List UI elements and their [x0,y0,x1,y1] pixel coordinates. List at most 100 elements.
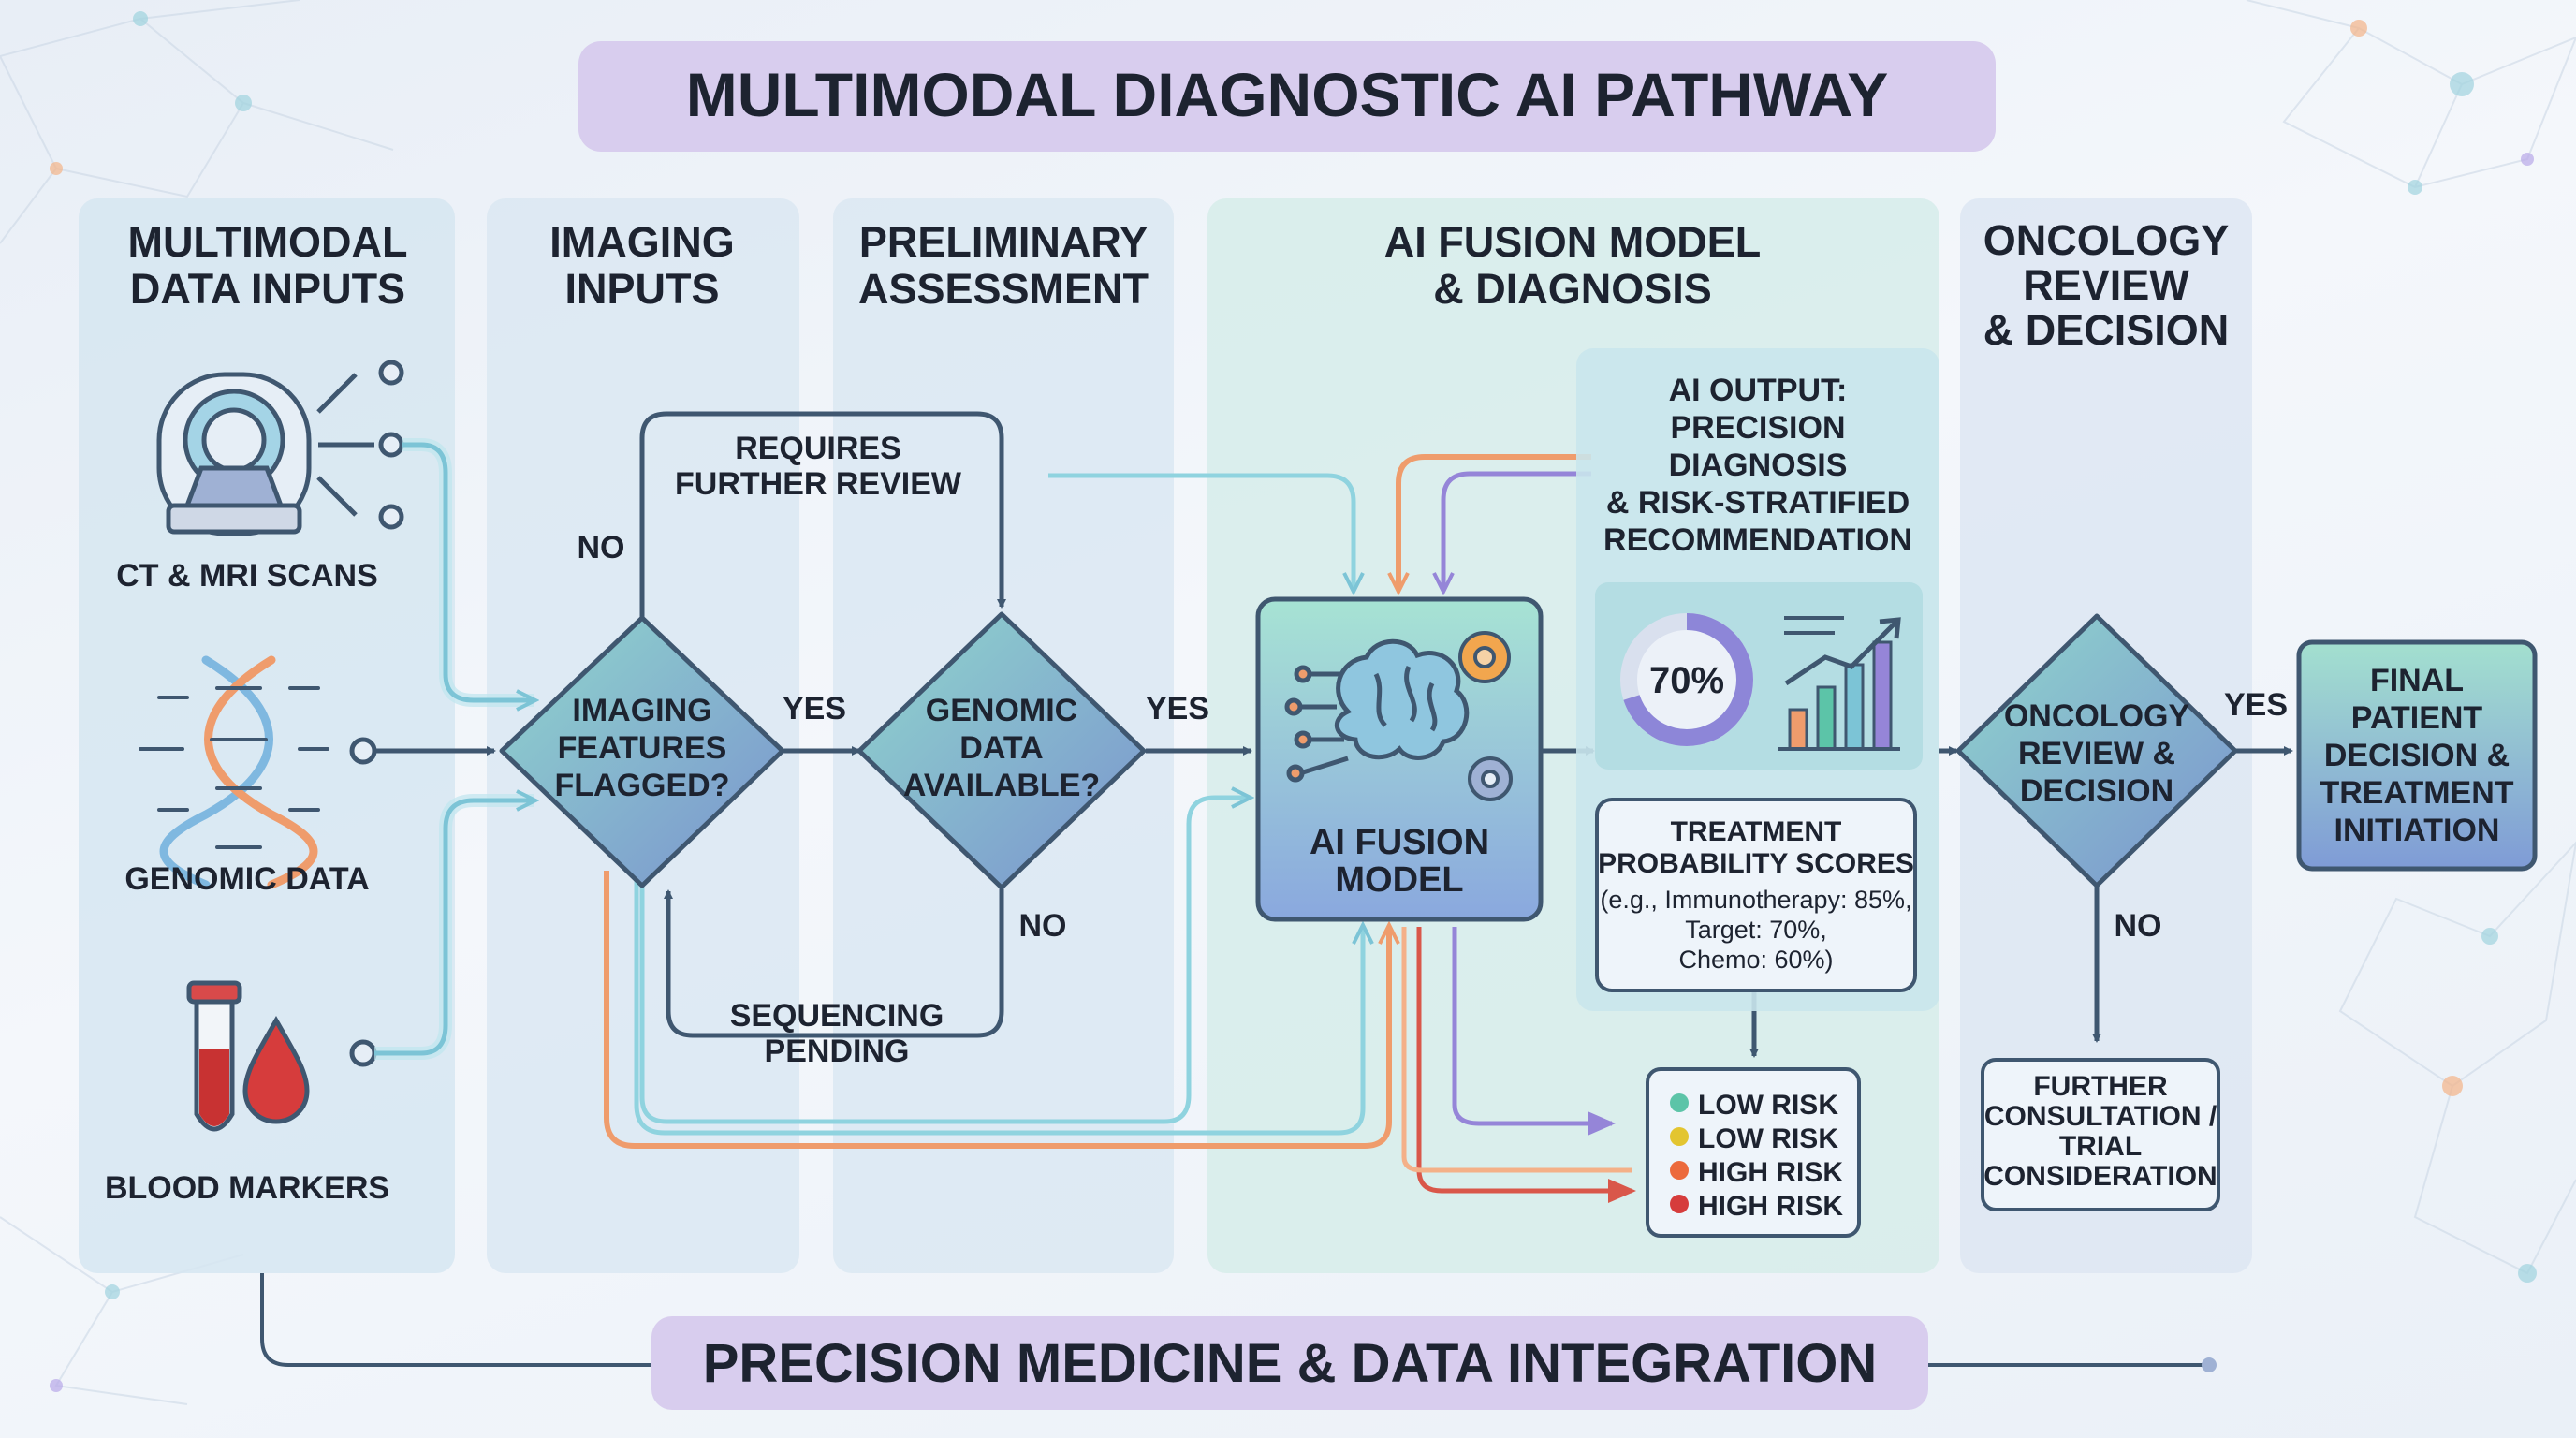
brain-icon [1284,638,1470,783]
bar-chart-bar [1844,663,1865,751]
decision-oncology-line-2: REVIEW & [2018,736,2175,771]
fusion-model-line-1: AI FUSION [1310,823,1489,862]
connector-orange-risk [1401,927,1632,1173]
connector-purple-risk [1452,927,1616,1136]
gear-small-icon [1468,756,1513,801]
treatment-scores-box: TREATMENT PROBABILITY SCORES (e.g., Immu… [1595,798,1917,992]
decision-genomic-line-1: GENOMIC [926,693,1077,728]
footer-banner [651,1316,1928,1410]
edge-label-yes-genomic: YES [1146,691,1209,726]
treatment-line-3: Chemo: 60%) [1678,946,1833,974]
edge-label-sequencing-2: PENDING [765,1034,910,1069]
final-line-4: TREATMENT [2320,775,2513,811]
final-line-3: DECISION & [2324,738,2510,773]
ct-scanner-icon [156,360,404,536]
connector-orange-loop [604,871,1389,1149]
lane-title-prelim-2: ASSESSMENT [858,265,1149,313]
ai-output-title-2: PRECISION [1670,410,1845,446]
risk-label-1: LOW RISK [1698,1090,1838,1121]
page-title: MULTIMODAL DIAGNOSTIC AI PATHWAY [686,60,1889,129]
lane-title-fusion-2: & DIAGNOSIS [1433,265,1712,313]
decision-genomic-line-2: DATA [959,730,1043,766]
gauge-arc [1620,613,1753,746]
risk-levels-box: LOW RISK LOW RISK HIGH RISK HIGH RISK [1646,1067,1861,1238]
risk-dot-4 [1670,1195,1689,1213]
decision-genomic-line-3: AVAILABLE? [903,768,1100,803]
lane-title-imaging-2: INPUTS [564,265,719,313]
bar-chart-icon [1778,616,1901,751]
decision-oncology: ONCOLOGY REVIEW & DECISION [1955,613,2238,888]
final-line-5: INITIATION [2334,813,2500,848]
lane-title-inputs-2: DATA INPUTS [130,265,405,313]
blood-tube-icon [186,980,310,1132]
input-label-ct: CT & MRI SCANS [116,558,378,594]
edge-label-yes-oncology: YES [2224,687,2288,723]
decision-oncology-line-1: ONCOLOGY [2004,698,2190,734]
final-decision-box: FINAL PATIENT DECISION & TREATMENT INITI… [2296,639,2538,872]
treatment-line-2: Target: 70%, [1685,916,1827,944]
background-nodes [50,11,2537,1392]
risk-label-3: HIGH RISK [1698,1157,1843,1188]
final-line-1: FINAL [2370,663,2464,698]
treatment-title-1: TREATMENT [1671,816,1842,847]
edge-label-no-oncology: NO [2115,908,2162,944]
decision-oncology-line-3: DECISION [2020,773,2174,809]
ai-output-title-3: DIAGNOSIS [1669,448,1848,483]
decision-imaging-line-3: FLAGGED? [555,768,730,803]
bar-chart-bar [1816,685,1837,751]
decision-genomic: GENOMIC DATA AVAILABLE? [856,611,1147,890]
title-banner [578,41,1996,152]
connector-requires-review [639,411,1006,618]
ai-output-title-4: & RISK-STRATIFIED [1606,485,1910,521]
edge-label-sequencing-1: SEQUENCING [730,998,944,1034]
risk-dot-3 [1670,1161,1689,1180]
further-line-4: CONSIDERATION [1983,1161,2217,1192]
lane-title-oncology-1: ONCOLOGY [1983,216,2230,264]
further-line-1: FURTHER [2033,1071,2168,1102]
connector-orange-top [1398,454,1591,590]
gauge-bg [1621,614,1752,745]
risk-dot-1 [1670,1093,1689,1112]
connector-purple-top [1443,471,1591,590]
input-label-genomic: GENOMIC DATA [124,861,369,897]
connector-node-genomic [349,737,377,765]
edge-label-requires-2: FURTHER REVIEW [675,466,962,502]
connector-blood [374,800,534,1056]
lane-title-oncology-3: & DECISION [1983,306,2230,354]
risk-label-2: LOW RISK [1698,1123,1838,1154]
lane-title-fusion-1: AI FUSION MODEL [1384,218,1762,266]
connector-footer [260,1273,2209,1367]
edge-label-no-genomic: NO [1019,908,1067,944]
ai-fusion-model-box: AI FUSION MODEL [1255,596,1544,922]
edge-label-no-imaging: NO [578,530,625,565]
input-label-blood: BLOOD MARKERS [105,1170,389,1206]
connector-footer-node [2202,1357,2217,1372]
lane-title-imaging-1: IMAGING [549,218,735,266]
further-line-2: CONSULTATION / [1984,1101,2217,1132]
final-line-2: PATIENT [2351,700,2483,736]
treatment-title-2: PROBABILITY SCORES [1598,848,1914,879]
gauge-value: 70% [1649,660,1724,701]
edge-label-yes-imaging: YES [783,691,846,726]
connector-node-blood [349,1039,377,1067]
connector-teal-loop [639,798,1249,1124]
decision-imaging: IMAGING FEATURES FLAGGED? [499,615,785,888]
fusion-model-line-2: MODEL [1335,860,1463,900]
gear-icon [1458,631,1511,683]
ai-output-title-1: AI OUTPUT: [1669,373,1848,408]
connector-teal-top [1048,473,1354,590]
ai-output-title-5: RECOMMENDATION [1603,522,1912,558]
bar-chart-bar [1872,640,1893,751]
further-line-3: TRIAL [2059,1131,2142,1162]
dna-icon [139,655,329,889]
risk-label-4: HIGH RISK [1698,1191,1843,1222]
risk-dot-2 [1670,1127,1689,1146]
connector-teal-up [634,880,1363,1136]
connector-ct [402,442,534,700]
lane-title-inputs-1: MULTIMODAL [127,218,407,266]
connector-sequencing-pending [664,888,1004,1038]
treatment-line-1: (e.g., Immunotherapy: 85%, [1600,886,1911,914]
decision-imaging-line-1: IMAGING [572,693,711,728]
